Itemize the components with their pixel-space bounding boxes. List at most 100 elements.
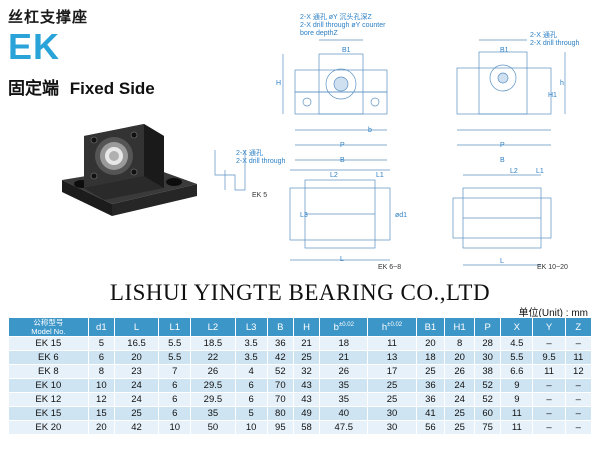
table-cell: 5: [87, 336, 115, 351]
dim-b1: B1: [342, 47, 351, 54]
header-model-cn: 公称型号: [33, 318, 64, 327]
table-cell: 11: [532, 364, 566, 379]
table-cell: –: [564, 420, 593, 435]
table-cell: 17: [367, 364, 417, 379]
table-cell: 26: [319, 364, 369, 379]
table-cell: 25: [415, 364, 446, 379]
table-cell: 36: [266, 336, 294, 351]
header-model: 公称型号 Model No.: [8, 317, 89, 337]
table-cell: 43: [292, 392, 321, 407]
header-y: Y: [532, 317, 566, 337]
table-cell: 24: [444, 378, 475, 393]
fixed-side-en: Fixed Side: [69, 79, 155, 98]
table-cell: 11: [564, 350, 593, 365]
table-cell: 10: [234, 420, 268, 435]
table-cell: –: [532, 406, 566, 421]
header-l2: L2: [190, 317, 236, 337]
table-cell: 6: [234, 378, 268, 393]
label-ek10-20: EK 10~20: [537, 264, 568, 271]
table-cell: 11: [500, 406, 534, 421]
table-cell: 75: [473, 420, 502, 435]
table-cell: 35: [190, 406, 236, 421]
table-cell: –: [564, 378, 593, 393]
table-cell: 43: [292, 378, 321, 393]
dim-l1: L1: [376, 172, 384, 179]
unit-label: 单位(Unit) : mm: [518, 308, 588, 319]
table-cell: 5: [234, 406, 268, 421]
table-cell: 10: [158, 420, 192, 435]
table-cell: 26: [190, 364, 236, 379]
table-cell: 20: [113, 350, 160, 365]
table-cell-model: EK 15: [8, 336, 89, 351]
table-cell: 21: [319, 350, 369, 365]
specification-table: 公称型号 Model No. d1 L L1 L2 L3 B H b±0.02 …: [8, 317, 593, 435]
table-cell: –: [532, 420, 566, 435]
header-h-tolerance: ±0.02: [387, 322, 403, 329]
table-cell-model: EK 10: [8, 378, 89, 393]
table-cell: 95: [266, 420, 294, 435]
dim-b-right: B: [500, 157, 505, 164]
table-cell: –: [532, 336, 566, 351]
table-cell: 60: [473, 406, 502, 421]
table-cell: 26: [444, 364, 475, 379]
table-cell: 29.5: [190, 378, 236, 393]
note-drill-left-en: 2-X drill through: [236, 158, 286, 165]
table-cell-model: EK 12: [8, 392, 89, 407]
dim-b: B: [340, 157, 345, 164]
table-cell: 24: [444, 392, 475, 407]
table-cell: –: [532, 392, 566, 407]
table-cell: 6: [158, 378, 192, 393]
table-cell: 25: [292, 350, 321, 365]
table-cell: 5.5: [500, 350, 534, 365]
note-counterbore-en1: 2-X drill through øY counter: [300, 22, 386, 29]
table-cell: 36: [415, 378, 446, 393]
table-cell: 18: [415, 350, 446, 365]
table-cell: –: [564, 392, 593, 407]
header-l3: L3: [234, 317, 268, 337]
table-cell: 25: [367, 392, 417, 407]
table-cell: 20: [415, 336, 446, 351]
note-counterbore-en2: bore depthZ: [300, 30, 338, 37]
table-cell: 8: [87, 364, 115, 379]
dim-p-right: P: [500, 142, 505, 149]
header-b-small-label: b: [333, 322, 339, 334]
table-cell: 30: [367, 420, 417, 435]
table-cell: 6: [158, 392, 192, 407]
table-cell: 25: [444, 406, 475, 421]
table-cell: 58: [292, 420, 321, 435]
table-cell: –: [532, 378, 566, 393]
table-cell: 80: [266, 406, 294, 421]
table-cell: 13: [367, 350, 417, 365]
table-cell: 18.5: [190, 336, 236, 351]
table-cell: 11: [500, 420, 534, 435]
table-cell: 18: [319, 336, 369, 351]
table-cell: 23: [113, 364, 160, 379]
header-h: H: [292, 317, 321, 337]
company-watermark: LISHUI YINGTE BEARING CO.,LTD: [109, 280, 491, 305]
table-cell: 22: [190, 350, 236, 365]
table-cell: 36: [415, 392, 446, 407]
header-b-small: b±0.02: [319, 317, 369, 337]
table-cell: 9: [500, 378, 534, 393]
dim-b-low: b: [368, 127, 372, 134]
table-cell: 20: [444, 350, 475, 365]
note-counterbore-cn: 2-X 通孔 øY 沉头孔深Z: [300, 14, 372, 21]
table-cell: 5.5: [158, 350, 192, 365]
table-cell: 11: [367, 336, 417, 351]
header-b: B: [266, 317, 294, 337]
table-cell: 20: [87, 420, 115, 435]
table-cell: 6: [158, 406, 192, 421]
table-cell-model: EK 8: [8, 364, 89, 379]
table-cell: 47.5: [319, 420, 369, 435]
title-chinese: 丝杠支撑座: [8, 9, 89, 26]
dim-h: H: [276, 80, 282, 87]
table-cell: 15: [87, 406, 115, 421]
dim-l: L: [340, 256, 344, 263]
dim-l-right: L: [500, 258, 504, 265]
table-cell: 35: [319, 392, 369, 407]
header-l: L: [113, 317, 160, 337]
fixed-side-cn: 固定端: [8, 79, 59, 98]
